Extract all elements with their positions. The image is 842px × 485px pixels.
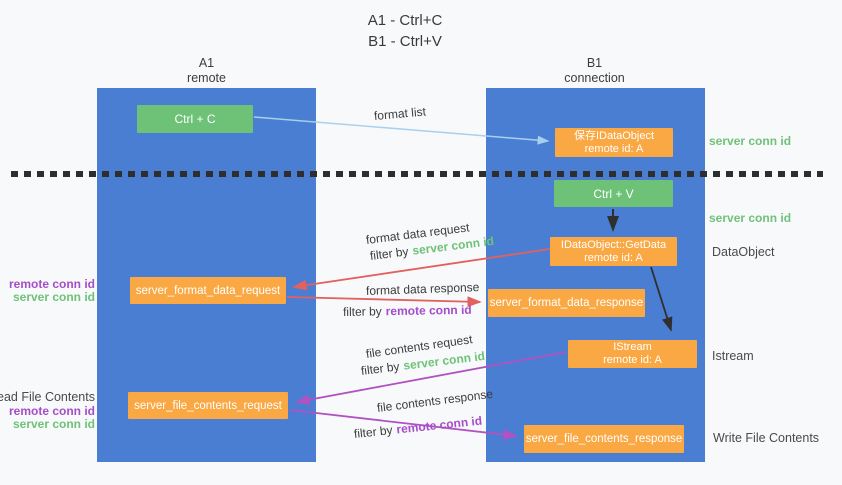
label-format-data-response: format data response	[365, 280, 480, 298]
node-server-format-data-response-label: server_format_data_response	[489, 297, 644, 309]
title-line-1: A1 - Ctrl+C	[367, 12, 443, 29]
label-format-list: format list	[373, 104, 427, 123]
node-save-idataobject: 保存IDataObject remote id: A	[555, 128, 673, 157]
label-conn-ids-left-1: remote conn id server conn id	[9, 278, 95, 304]
node-server-format-data-request: server_format_data_request	[130, 277, 286, 304]
node-ctrl-v-label: Ctrl + V	[593, 186, 634, 201]
node-ctrl-c: Ctrl + C	[137, 105, 253, 133]
lifeline-a1-subtitle: remote	[187, 71, 226, 85]
label-conn-ids-left-2: remote conn id server conn id	[9, 405, 95, 431]
node-server-format-data-request-label: server_format_data_request	[135, 284, 281, 297]
remote-conn-id-text: remote conn id	[385, 302, 472, 319]
node-server-file-contents-request-label: server_file_contents_request	[134, 399, 282, 412]
diagram-title: A1 - Ctrl+C B1 - Ctrl+V	[305, 10, 505, 52]
label-remote-conn-id-left-2: remote conn id	[8, 404, 95, 418]
node-getdata-line2: remote id: A	[584, 251, 643, 264]
node-istream: IStream remote id: A	[568, 340, 697, 368]
node-istream-line1: IStream	[613, 341, 652, 353]
node-server-format-data-response: server_format_data_response	[488, 289, 645, 317]
node-istream-line2: remote id: A	[603, 354, 662, 366]
lifeline-a1-name: A1	[198, 56, 215, 70]
title-line-2: B1 - Ctrl+V	[368, 33, 442, 50]
node-ctrl-c-label: Ctrl + C	[174, 112, 216, 126]
lifeline-header-a1: A1 remote	[97, 56, 316, 86]
node-server-file-contents-response-label: server_file_contents_response	[525, 433, 683, 445]
node-server-file-contents-response: server_file_contents_response	[524, 425, 684, 453]
filter-by-prefix: filter by	[360, 359, 401, 378]
node-getdata-line1: IDataObject::GetData	[560, 238, 667, 251]
lifeline-b1-name: B1	[586, 56, 603, 70]
lifeline-b1-subtitle: connection	[564, 71, 625, 85]
label-server-conn-id-right-2: server conn id	[709, 211, 792, 225]
node-server-file-contents-request: server_file_contents_request	[128, 392, 288, 419]
node-ctrl-v: Ctrl + V	[554, 180, 673, 207]
filter-by-prefix: filter by	[342, 304, 382, 319]
machine-boundary-dotted-line	[11, 171, 823, 177]
label-remote-conn-id-left-1: remote conn id	[8, 277, 95, 291]
label-istream: Istream	[712, 349, 754, 363]
label-server-conn-id-left-1: server conn id	[12, 290, 95, 304]
filter-by-prefix: filter by	[369, 244, 410, 263]
node-save-idataobject-line2: remote id: A	[584, 142, 644, 155]
node-idataobject-getdata: IDataObject::GetData remote id: A	[550, 237, 677, 266]
label-read-file-contents: Read File Contents	[0, 390, 95, 404]
remote-conn-id-text: remote conn id	[395, 413, 483, 437]
label-dataobject: DataObject	[712, 245, 775, 259]
label-server-conn-id-right-1: server conn id	[709, 134, 792, 148]
node-save-idataobject-line1: 保存IDataObject	[573, 129, 655, 142]
label-file-contents-response: file contents response	[376, 386, 494, 415]
label-write-file-contents: Write File Contents	[713, 431, 820, 445]
label-server-conn-id-left-2: server conn id	[12, 417, 95, 431]
lifeline-header-b1: B1 connection	[485, 56, 704, 86]
filter-by-prefix: filter by	[353, 422, 394, 441]
